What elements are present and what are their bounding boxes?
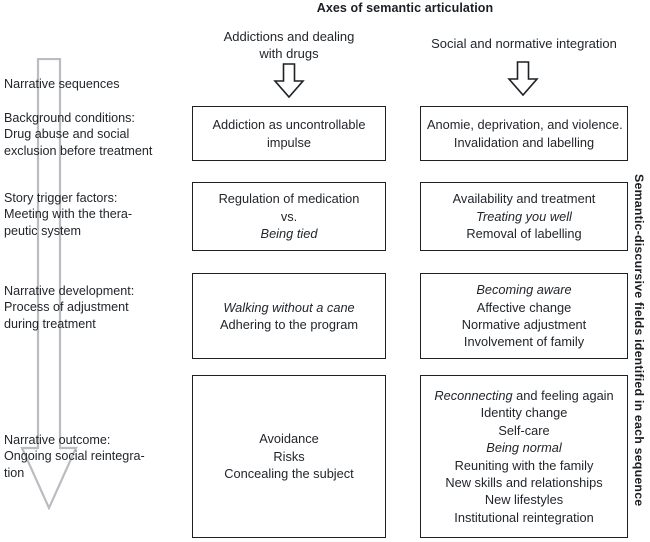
cell-line: New lifestyles (484, 492, 564, 508)
row-label-line: Narrative outcome: (4, 433, 111, 447)
column-header-addictions-line2: with drugs (259, 46, 319, 61)
cell-line: Reuniting with the family (454, 457, 594, 473)
cell-line: Institutional reintegration (454, 509, 594, 525)
cell-line: Availability and treatment (452, 191, 596, 207)
row-label-background-conditions: Background conditions: Drug abuse and so… (4, 110, 182, 159)
cell-line: Adhering to the program (219, 317, 358, 332)
cell-box: Anomie, deprivation, and violence.Invali… (420, 106, 628, 161)
row-label-story-trigger-factors: Story trigger factors: Meeting with the … (4, 190, 182, 239)
cell-line: Removal of labelling (466, 226, 582, 242)
column-header-social-line1: Social and normative integration (431, 36, 617, 51)
row-label-line: Narrative sequences (4, 77, 120, 91)
cell-lines: Anomie, deprivation, and violence.Invali… (427, 116, 623, 151)
cell-line: Identity change (480, 405, 568, 421)
cell-line: Normative adjustment (461, 317, 587, 332)
row-label-line: peutic system (4, 223, 81, 238)
row-label-narrative-outcome: Narrative outcome: Ongoing social reinte… (4, 432, 182, 481)
cell-line: Involvement of family (463, 334, 585, 350)
cell-line: Addiction as uncontrollable (212, 117, 366, 133)
cell-line: Reconnecting and feeling again (434, 387, 614, 403)
page-title: Axes of semantic articulation (316, 1, 494, 15)
side-caption-text: Semantic-discursive fields identified in… (632, 174, 646, 507)
row-label-line: Background conditions: (4, 111, 135, 125)
cell-line: New skills and relationships (445, 474, 603, 490)
row-label-line: Story trigger factors: (4, 191, 118, 205)
row-label-line: Drug abuse and social (4, 127, 130, 142)
row-label-line: Ongoing social reintegra- (4, 449, 145, 464)
column-header-social: Social and normative integration (420, 35, 628, 52)
cell-line: Regulation of medication (218, 191, 360, 207)
row-label-line: Process of adjustment (4, 300, 129, 315)
cell-line: Treating you well (476, 208, 572, 224)
down-arrow-icon (271, 63, 307, 99)
cell-line: Risks (273, 448, 305, 464)
cell-line: Being tied (260, 226, 318, 242)
row-label-line: tion (4, 465, 25, 480)
side-caption: Semantic-discursive fields identified in… (628, 143, 650, 538)
column-header-addictions-line1: Addictions and dealing (223, 29, 355, 44)
down-arrow-icon (505, 61, 541, 97)
cell-line: Invalidation and labelling (453, 134, 595, 150)
row-label-line: Meeting with the thera- (4, 207, 133, 222)
cell-line: Anomie, deprivation, and violence. (427, 117, 623, 133)
cell-line: Concealing the subject (224, 466, 354, 482)
cell-line: impulse (266, 134, 312, 150)
row-label-line: during treatment (4, 316, 96, 331)
row-label-narrative-development: Narrative development: Process of adjust… (4, 283, 182, 332)
row-label-line: Narrative development: (4, 284, 135, 298)
cell-line: Avoidance (259, 431, 319, 447)
cell-line: Affective change (476, 299, 572, 315)
cell-line: Being normal (486, 440, 562, 456)
sequence-flow-arrow-icon (20, 57, 78, 511)
row-label-line: exclusion before treatment (4, 143, 153, 158)
cell-line: Self-care (498, 422, 550, 438)
cell-line: Becoming aware (476, 282, 572, 298)
cell-line: Walking without a cane (223, 299, 355, 315)
row-label-narrative-sequences: Narrative sequences (4, 76, 182, 92)
cell-line: vs. (280, 208, 298, 224)
column-header-addictions: Addictions and dealing with drugs (193, 28, 385, 62)
